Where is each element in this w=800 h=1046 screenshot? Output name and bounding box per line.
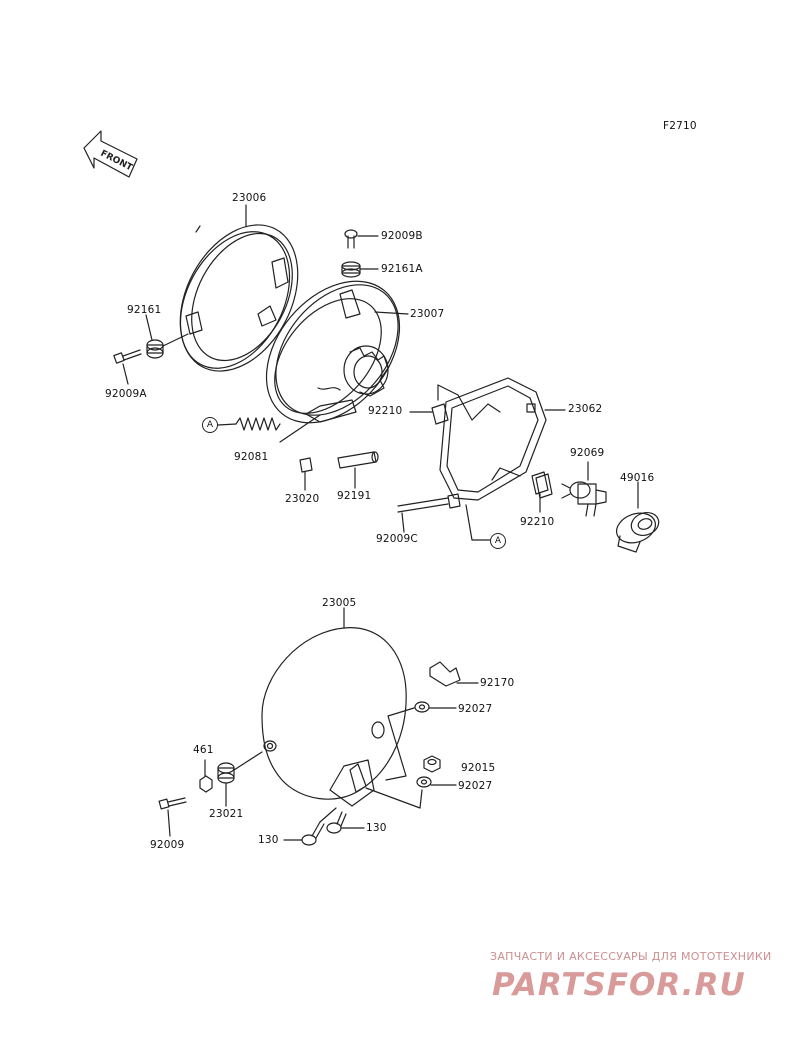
watermark-brand: PARTSFOR.RU [492,967,746,1003]
screw-92009A [113,349,142,364]
part-label-92081: 92081 [234,451,269,463]
front-arrow-icon: FRONT [83,130,138,178]
headlight-cover-23005 [261,627,407,807]
part-label-92210-top: 92210 [368,405,403,417]
part-label-130-left: 130 [258,834,279,846]
bolt-130-right [326,811,347,834]
figure-code: F2710 [663,120,697,132]
headlight-rim-23006 [179,224,299,372]
part-label-92191: 92191 [337,490,372,502]
part-label-92161: 92161 [127,304,162,316]
part-label-23006: 23006 [232,192,267,204]
part-label-23062: 23062 [568,403,603,415]
part-label-92210-bottom: 92210 [520,516,555,528]
clip-92210-top [431,403,449,425]
part-label-92161A: 92161A [381,263,423,275]
washer-92027-top [414,701,430,713]
part-label-92027-top: 92027 [458,703,493,715]
tube-92191 [337,451,379,469]
nut-461 [199,775,213,793]
part-label-92009A: 92009A [105,388,147,400]
screw-92009 [158,797,187,810]
bracket-92170 [429,661,461,687]
part-label-23021: 23021 [209,808,244,820]
nut-92015 [423,755,441,773]
part-label-92015: 92015 [461,762,496,774]
part-label-92027-bottom: 92027 [458,780,493,792]
bolt-130-left [301,821,325,846]
washer-92027-bottom [416,776,432,788]
screw-92009B [344,229,358,249]
grommet-92161 [146,333,189,359]
clip-92210-bottom [531,471,549,495]
socket-cap-49016 [616,512,660,553]
part-label-23020: 23020 [285,493,320,505]
clip-23020 [299,457,313,473]
part-label-461: 461 [193,744,214,756]
part-label-92009C: 92009C [376,533,418,545]
part-label-92069: 92069 [570,447,605,459]
spring-92081 [235,417,281,431]
headlight-housing-23007 [265,280,401,424]
part-label-23005: 23005 [322,597,357,609]
screw-92009C [397,493,461,513]
collar-23021 [217,762,235,784]
bulb-92069 [561,481,607,517]
ref-mark-a-left: A [202,417,218,433]
part-label-49016: 49016 [620,472,655,484]
grommet-92161A [341,261,361,278]
part-label-130-right: 130 [366,822,387,834]
part-label-92009B: 92009B [381,230,423,242]
part-label-23007: 23007 [410,308,445,320]
watermark-tagline: ЗАПЧАСТИ И АКСЕССУАРЫ ДЛЯ МОТОТЕХНИКИ [490,950,772,963]
part-label-92009: 92009 [150,839,185,851]
bracket-frame-23062 [437,377,553,501]
part-label-92170: 92170 [480,677,515,689]
ref-mark-a-right: A [490,533,506,549]
